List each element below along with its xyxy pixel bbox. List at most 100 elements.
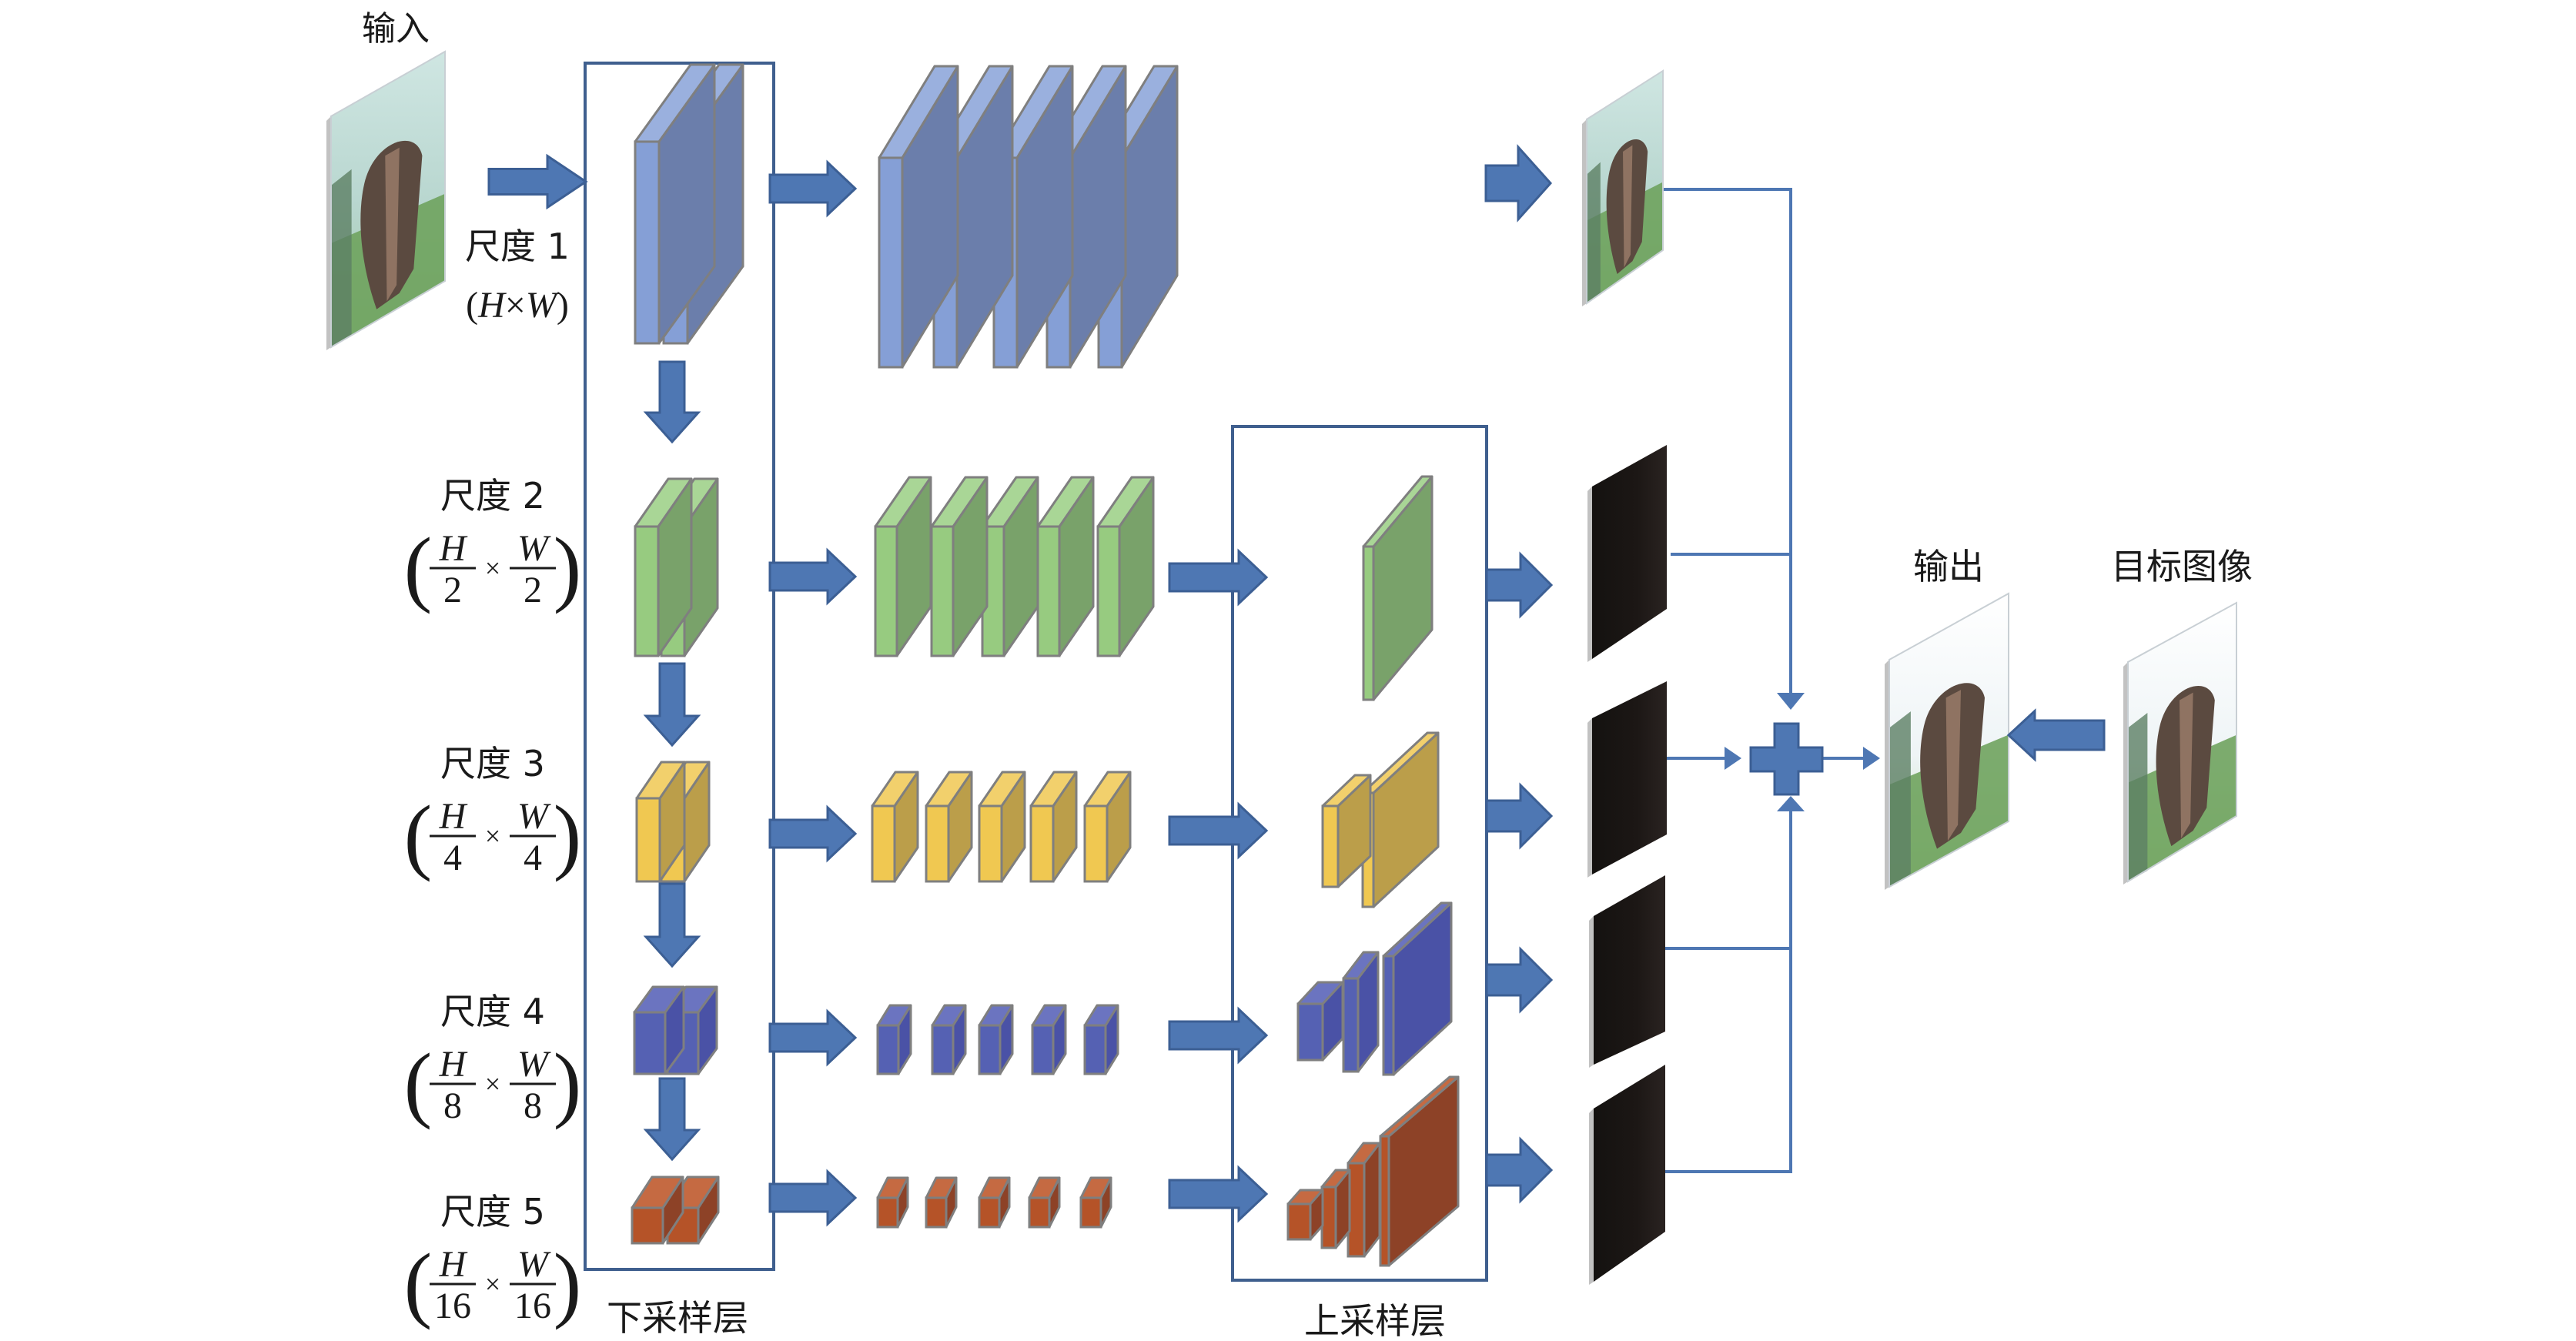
arrow-down-scale2-to-3 <box>643 662 701 747</box>
conv-block-scale3-1 <box>871 771 919 883</box>
conv-block-scale4-3 <box>978 1004 1014 1075</box>
arrow-conv-to-upsample-scale4 <box>1168 1006 1269 1065</box>
conv-block-scale3-2-front <box>925 804 950 883</box>
upsample-block-scale5-4 <box>1379 1075 1460 1267</box>
downsample-block-scale2-1-front <box>634 525 660 657</box>
scale-4-rparen: ) <box>554 1036 582 1130</box>
size-token: ) <box>557 285 569 326</box>
conv-block-scale2-1 <box>874 476 932 657</box>
scale-label-1: 尺度 1(H×W) <box>465 226 570 326</box>
upsample-block-scale3-2 <box>1361 731 1440 908</box>
scale-5-h-divisor: 16 <box>434 1286 471 1326</box>
scale-3-lparen: ( <box>404 788 433 882</box>
scale-3-rparen: ) <box>554 788 582 882</box>
conv-block-scale3-4 <box>1029 771 1078 883</box>
upsample-block-scale5-1 <box>1286 1189 1324 1241</box>
conv-block-scale3-3 <box>978 771 1026 883</box>
conv-block-scale4-2-front <box>931 1024 955 1075</box>
conv-block-scale3-3-front <box>978 804 1003 883</box>
arrow-conv-to-upsample-scale2 <box>1168 548 1269 607</box>
conv-block-scale5-3-front <box>978 1196 1001 1229</box>
line-scale5-to-sum <box>1665 808 1792 1173</box>
conv-block-scale2-4 <box>1036 476 1095 657</box>
conv-block-scale3-1-front <box>871 804 896 883</box>
scale-3-name: 尺度 3 <box>440 743 545 784</box>
conv-block-scale4-3-front <box>978 1024 1002 1075</box>
scale-2-w-divisor: 2 <box>524 570 542 610</box>
block-arrows <box>487 144 2106 1227</box>
scale-2-w: W <box>517 528 551 569</box>
conv-block-scale2-5-front <box>1096 525 1121 657</box>
scale-2-rparen: ) <box>554 520 582 614</box>
conv-block-scale2-5 <box>1096 476 1155 657</box>
size-token: H <box>477 285 507 326</box>
upsample-block-scale4-1 <box>1296 981 1344 1062</box>
scale-4-w: W <box>517 1044 551 1085</box>
upsample-block-scale5-2-front <box>1320 1185 1337 1249</box>
downsample-block-scale5-1 <box>631 1175 684 1245</box>
upsample-block-scale5-4-front <box>1379 1135 1390 1267</box>
downsample-block-scale5-1-front <box>631 1206 664 1245</box>
arrow-down-scale1-to-2 <box>643 360 701 444</box>
upsample-block-scale4-3-front <box>1382 955 1395 1076</box>
arrowhead-sum-to-output <box>1863 747 1880 770</box>
scale-4-h-divisor: 8 <box>443 1085 462 1126</box>
conv-block-scale2-2 <box>930 476 989 657</box>
scale-3-w: W <box>517 796 551 837</box>
upsample-block-scale3-1 <box>1321 774 1372 888</box>
conv-block-scale3-4-front <box>1029 804 1055 883</box>
scale-label-5: 尺度 5()H16×W16 <box>404 1191 582 1330</box>
scale3-output-map-edge <box>1587 718 1592 878</box>
upsample-block-scale2-1 <box>1362 475 1434 701</box>
scale-3-h: H <box>439 796 468 837</box>
conv-block-scale5-4 <box>1028 1176 1061 1229</box>
scale1-output-image-trees <box>1587 162 1601 303</box>
arrow-upsample-to-map-scale2 <box>1485 551 1554 619</box>
arrowhead-up-to-sum <box>1777 796 1805 811</box>
arrow-upsample-to-map-scale5 <box>1485 1136 1554 1204</box>
scale-5-name: 尺度 5 <box>440 1191 545 1232</box>
downsample-block-scale2-1 <box>634 477 693 657</box>
conv-block-scale1-1-front <box>878 156 904 369</box>
conv-block-scale4-5-front <box>1083 1024 1107 1075</box>
conv-block-scale4-5 <box>1083 1004 1119 1075</box>
conv-block-scale2-3 <box>981 476 1039 657</box>
arrow-upsample-to-map-scale3 <box>1485 782 1554 850</box>
upsample-block-scale5-2 <box>1320 1169 1351 1249</box>
layer-boxes <box>584 62 1488 1282</box>
arrow-downsample-to-conv-scale2 <box>768 547 858 606</box>
target-image <box>2123 601 2237 885</box>
arrowhead-right-to-sum <box>1725 747 1741 770</box>
arrow-downsample-to-conv-scale4 <box>768 1008 858 1067</box>
scale-3-h-divisor: 4 <box>443 838 462 878</box>
image-panels <box>326 50 2237 1285</box>
scale-1-name: 尺度 1 <box>465 226 570 267</box>
scale-5-rparen: ) <box>554 1236 582 1330</box>
output-image-trees <box>1889 711 1911 887</box>
scale-label-4: 尺度 4()H8×W8 <box>404 991 582 1130</box>
conv-block-scale5-2-front <box>925 1196 948 1229</box>
arrow-scale1-to-output-image <box>1484 144 1553 222</box>
conv-block-scale4-4-front <box>1031 1024 1055 1075</box>
scale2-output-map <box>1587 445 1667 662</box>
sum-node <box>1749 722 1824 796</box>
size-token: ( <box>466 285 478 326</box>
upsample-block-scale4-2 <box>1342 951 1380 1073</box>
output-image <box>1885 592 2009 890</box>
input-image-edge <box>326 116 331 350</box>
input-image-elephant-trunk <box>385 147 400 302</box>
input-label: 输入 <box>362 9 430 48</box>
scale-5-w: W <box>517 1244 551 1285</box>
target-image-edge <box>2123 662 2128 885</box>
upsample-block-scale4-1-front <box>1296 1002 1324 1062</box>
input-image-trees <box>331 169 352 347</box>
line-scale1-to-sum <box>1663 188 1792 697</box>
arrow-downsample-to-conv-scale3 <box>768 804 858 863</box>
connector-lines <box>1663 188 1880 1173</box>
conv-block-scale5-5-front <box>1079 1196 1102 1229</box>
conv-block-scale5-1-front <box>876 1196 899 1229</box>
conv-block-scale5-2 <box>925 1176 958 1229</box>
scale-label-3: 尺度 3()H4×W4 <box>404 743 582 882</box>
